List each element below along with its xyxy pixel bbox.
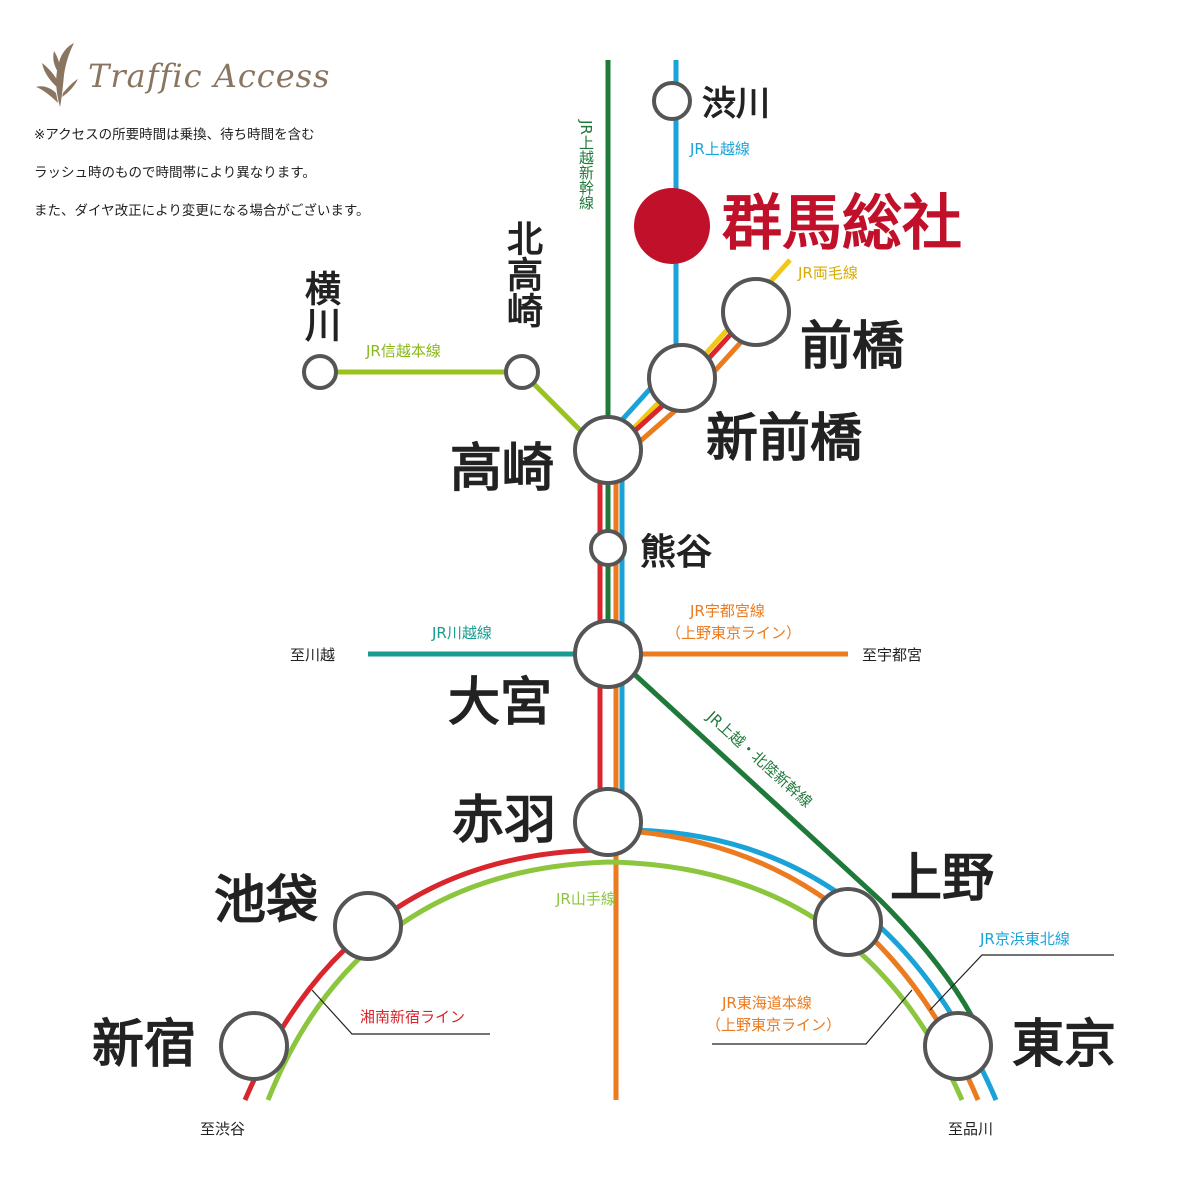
line-label-shinetsu: JR信越本線: [365, 342, 441, 360]
station-label-tokyo: 東京: [1012, 1014, 1116, 1075]
station-label-shin-maebashi: 新前橋: [706, 408, 863, 469]
station-circle-shinjuku[interactable]: [219, 1011, 289, 1081]
station-label-gunma-soja: 群馬総社: [722, 189, 962, 259]
dest-label-utsunomiya: 至宇都宮: [862, 646, 922, 664]
line-label-kawagoe: JR川越線: [431, 624, 492, 642]
station-circle-kumagaya[interactable]: [589, 529, 627, 567]
line-label-joetsu: JR上越線: [689, 140, 750, 158]
shinetsu-line: [320, 369, 592, 442]
station-circle-gunma-soja[interactable]: [634, 188, 710, 264]
line-label-ryomo: JR両毛線: [797, 264, 858, 282]
leaf-icon: [36, 43, 78, 107]
station-label-takasaki: 高崎: [450, 438, 554, 499]
line-label-keihin-tohoku: JR京浜東北線: [979, 930, 1070, 948]
station-circle-shibukawa[interactable]: [652, 81, 692, 121]
line-label-ueno-tokyo-1: （上野東京ライン）: [666, 624, 801, 642]
station-circle-yokokawa[interactable]: [302, 354, 338, 390]
station-circle-omiya[interactable]: [573, 619, 643, 689]
logo: Traffic Access: [30, 36, 550, 116]
line-label-tokaido: JR東海道本線: [721, 994, 812, 1012]
dest-label-shinagawa: 至品川: [948, 1120, 993, 1138]
station-label-ueno: 上野: [890, 848, 994, 909]
station-circle-ikebukuro[interactable]: [333, 891, 403, 961]
station-circle-maebashi[interactable]: [721, 277, 791, 347]
station-circle-akabane[interactable]: [573, 787, 643, 857]
station-circle-takasaki[interactable]: [573, 415, 643, 485]
station-label-ikebukuro: 池袋: [214, 870, 318, 931]
station-label-maebashi: 前橋: [800, 316, 905, 377]
note-line: ※アクセスの所要時間は乗換、待ち時間を含む: [34, 127, 315, 143]
header: Traffic Access ※アクセスの所要時間は乗換、待ち時間を含む ラッシ…: [30, 36, 550, 230]
line-label-joetsu-hokuriku: JR上越・北陸新幹線: [703, 707, 816, 811]
station-circle-ueno[interactable]: [813, 887, 883, 957]
yamanote-line: [265, 859, 965, 1101]
station-label-yokokawa: 横川: [299, 270, 341, 342]
station-label-omiya: 大宮: [448, 672, 552, 733]
station-label-shinjuku: 新宿: [92, 1014, 196, 1075]
tokaido-leader-line: [712, 989, 913, 1045]
line-label-utsunomiya: JR宇都宮線: [689, 602, 765, 620]
note-line: ラッシュ時のもので時間帯により異なります。: [34, 165, 316, 181]
station-circle-tokyo[interactable]: [923, 1011, 993, 1081]
notes: ※アクセスの所要時間は乗換、待ち時間を含む ラッシュ時のもので時間帯により異なり…: [30, 116, 550, 230]
line-label-ueno-tokyo-2: （上野東京ライン）: [706, 1016, 841, 1034]
station-circle-kita-takasaki[interactable]: [504, 354, 540, 390]
keihin-leader-line: [929, 954, 1114, 1011]
station-label-kita-takasaki: 北高崎: [501, 220, 543, 328]
station-label-shibukawa: 渋川: [702, 84, 770, 124]
logo-text: Traffic Access: [88, 57, 331, 95]
dest-label-shibuya: 至渋谷: [200, 1120, 245, 1138]
line-label-yamanote: JR山手線: [555, 890, 616, 908]
note-line: また、ダイヤ改正により変更になる場合がございます。: [34, 203, 370, 219]
station-circle-shin-maebashi[interactable]: [647, 343, 717, 413]
station-label-akabane: 赤羽: [452, 790, 556, 851]
line-label-joetsu-shinkansen: JR上越新幹線: [577, 119, 595, 210]
shonan-leader-line: [311, 989, 490, 1035]
line-label-shonan-shinjuku: 湘南新宿ライン: [360, 1008, 465, 1026]
dest-label-kawagoe: 至川越: [290, 646, 335, 664]
station-label-kumagaya: 熊谷: [640, 531, 712, 573]
